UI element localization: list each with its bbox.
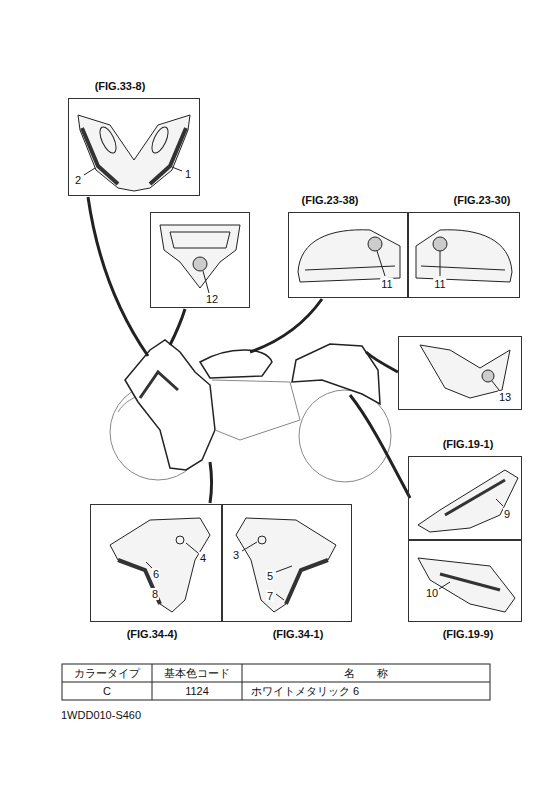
callout-number: 7 <box>266 590 274 602</box>
figure-reference: (FIG.33-8) <box>94 80 147 92</box>
parts-panel: 12 <box>150 212 250 308</box>
callout-number: 13 <box>498 391 512 403</box>
parts-panel: 13 <box>398 336 522 410</box>
callout-number: 2 <box>74 174 82 186</box>
figure-reference: (FIG.19-1) <box>442 438 495 450</box>
figure-reference: (FIG.19-9) <box>442 628 495 640</box>
parts-panel: 10(FIG.19-9) <box>408 540 522 622</box>
figure-reference: (FIG.34-1) <box>272 628 325 640</box>
parts-panel: (FIG.23-30)11 <box>408 212 520 298</box>
callout-number: 3 <box>232 549 240 561</box>
table-cell: ホワイトメタリック 6 <box>250 685 360 697</box>
table-cell: 1124 <box>184 685 210 697</box>
callout-number: 8 <box>151 588 159 600</box>
callout-number: 12 <box>205 293 219 305</box>
parts-panel: (FIG.33-8)21 <box>68 98 200 196</box>
table-cell: 名 称 <box>343 667 389 679</box>
parts-panel: 468(FIG.34-4) <box>90 504 222 622</box>
callout-number: 11 <box>433 278 446 290</box>
table-cell: カラータイプ <box>73 667 141 679</box>
callout-number: 4 <box>199 552 207 564</box>
callout-number: 1 <box>184 168 192 180</box>
figure-reference: (FIG.23-30) <box>453 194 512 206</box>
callout-number: 10 <box>425 587 439 599</box>
table-cell: C <box>102 685 112 697</box>
callout-number: 11 <box>380 278 393 290</box>
callout-number: 9 <box>503 508 511 520</box>
table-cell: 基本色コード <box>163 667 231 679</box>
figure-reference: (FIG.34-4) <box>126 628 179 640</box>
parts-panel: 357(FIG.34-1) <box>222 504 352 622</box>
figure-reference: (FIG.23-38) <box>301 194 360 206</box>
callout-number: 5 <box>266 570 274 582</box>
parts-panel: (FIG.23-38)11 <box>288 212 408 298</box>
drawing-code: 1WDD010-S460 <box>60 709 142 721</box>
parts-panel: (FIG.19-1)9 <box>408 456 522 540</box>
callout-number: 6 <box>152 568 160 580</box>
